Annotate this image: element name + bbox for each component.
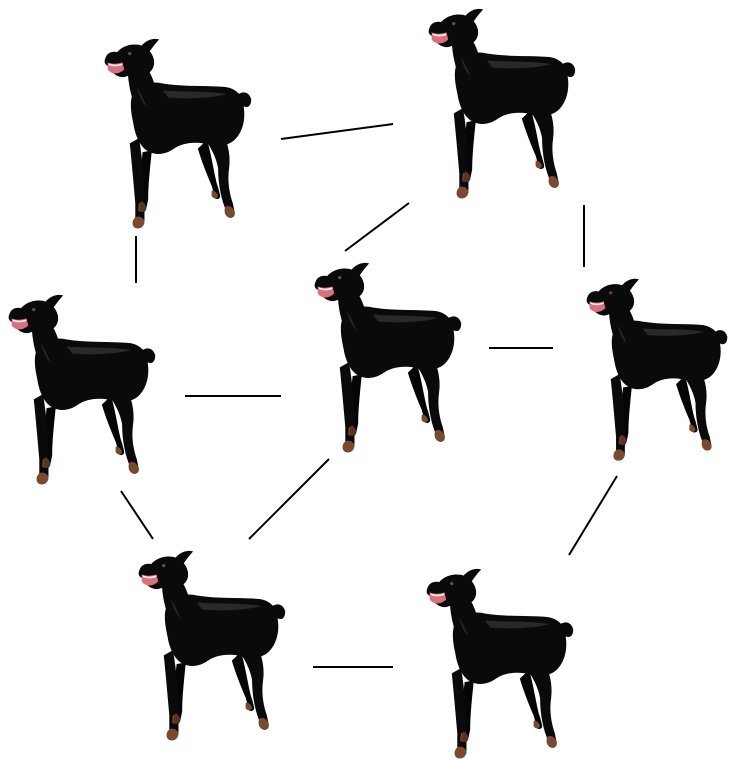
doberman-dog-icon xyxy=(8,294,156,485)
edges-layer xyxy=(120,123,618,668)
nodes-layer xyxy=(8,8,728,759)
doberman-dog-icon xyxy=(586,278,728,461)
edge-middle-right-to-bottom-right xyxy=(568,475,618,556)
node-middle-right xyxy=(586,278,728,461)
edge-middle-left-to-bottom-left xyxy=(120,490,154,540)
doberman-dog-icon xyxy=(104,38,252,229)
doberman-dog-icon xyxy=(314,262,462,453)
doberman-dog-icon xyxy=(138,550,286,741)
edge-center-to-bottom-left xyxy=(248,458,330,540)
node-top-left xyxy=(104,38,252,229)
node-bottom-left xyxy=(138,550,286,741)
doberman-dog-icon xyxy=(428,8,576,199)
node-bottom-right xyxy=(426,568,574,759)
edge-top-right-to-center xyxy=(344,202,410,252)
edge-top-left-to-top-right xyxy=(280,123,394,140)
node-middle-left xyxy=(8,294,156,485)
node-top-right xyxy=(428,8,576,199)
doberman-dog-icon xyxy=(426,568,574,759)
node-center xyxy=(314,262,462,453)
